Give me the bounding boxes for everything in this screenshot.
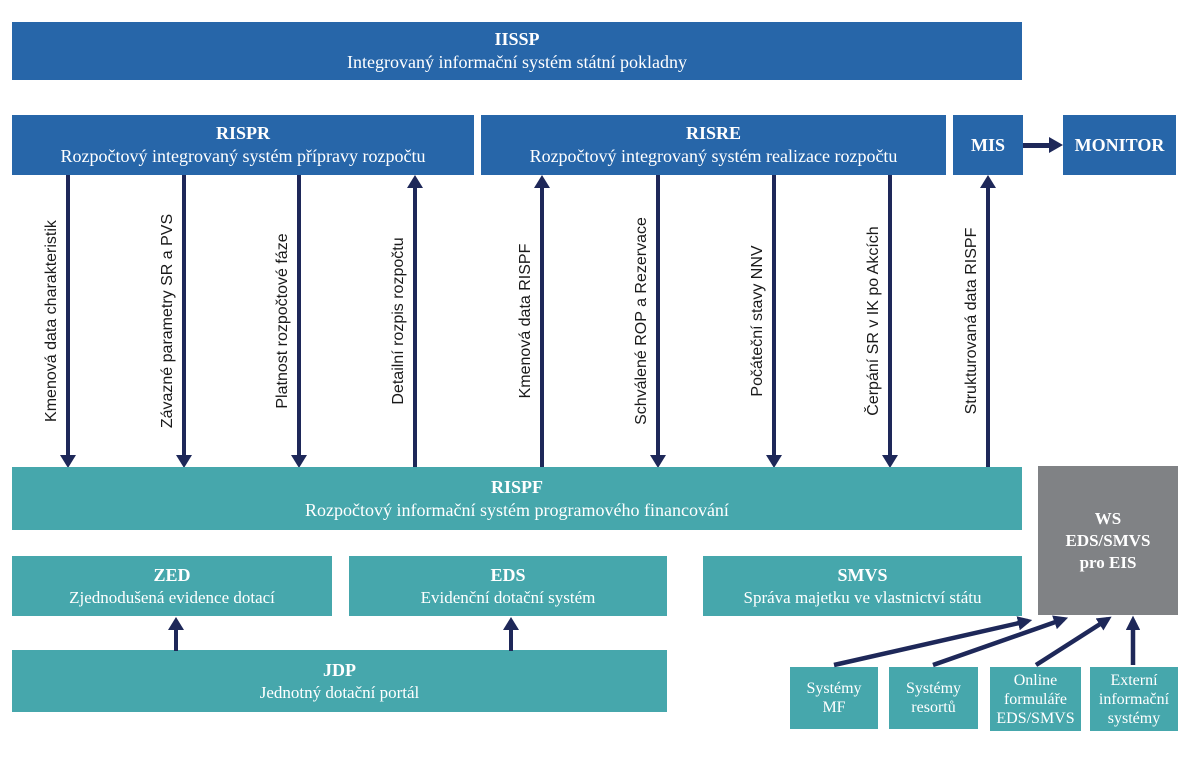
source-line: Systémy xyxy=(806,680,862,697)
flow-label: Závazné parametry SR a PVS xyxy=(159,213,176,429)
flow-arrow-line xyxy=(986,187,990,467)
box-rispr-title: RISPR xyxy=(215,123,270,143)
box-monitor-title: MONITOR xyxy=(1074,134,1165,155)
arrow-mf-ws xyxy=(833,616,1033,668)
box-rispf-subtitle: Rozpočtový informační systém programovéh… xyxy=(305,499,729,520)
source-arrows xyxy=(833,615,1141,668)
arrow-right-icon xyxy=(1049,137,1063,153)
box-mis-title: MIS xyxy=(970,134,1005,155)
box-source-online-formulare: Online formuláře EDS/SMVS xyxy=(990,667,1081,731)
source-line: EDS/SMVS xyxy=(996,709,1075,727)
flow-label: Čerpání SR v IK po Akcích xyxy=(865,226,882,416)
flow-label: Strukturovaná data RISPF xyxy=(963,227,980,415)
source-line: MF xyxy=(822,699,846,716)
source-line: formuláře xyxy=(1003,690,1068,708)
flow-arrow-line xyxy=(182,175,186,456)
flow-arrow-line xyxy=(656,175,660,456)
box-jdp-title: JDP xyxy=(323,659,356,680)
box-mis: MIS xyxy=(953,115,1023,175)
box-eds-title: EDS xyxy=(490,564,526,585)
flow-arrow-line xyxy=(297,175,301,456)
flow-arrow-line xyxy=(540,187,544,467)
box-smvs-subtitle: Správa majetku ve vlastnictví státu xyxy=(743,587,982,607)
arrow-down-icon xyxy=(176,455,192,468)
arrow-down-icon xyxy=(766,455,782,468)
arrow-mis-monitor-line xyxy=(1023,143,1049,148)
flow-label: Schválené ROP a Rezervace xyxy=(633,217,650,425)
arrow-jdp-zed-line xyxy=(174,629,178,651)
flow-arrow-line xyxy=(413,187,417,467)
flow-label: Kmenová data RISPF xyxy=(517,243,534,399)
box-risre-title: RISRE xyxy=(685,123,742,143)
source-line: Systémy xyxy=(905,680,962,697)
box-jdp-subtitle: Jednotný dotační portál xyxy=(259,682,420,702)
box-iissp-subtitle: Integrovaný informační systém státní pok… xyxy=(347,52,687,72)
flow-label: Platnost rozpočtové fáze xyxy=(274,233,291,409)
box-rispf-title: RISPF xyxy=(490,476,543,497)
box-ws-line: WS xyxy=(1094,508,1122,528)
box-source-systemy-resortu: Systémy resortů xyxy=(889,667,978,729)
arrow-down-icon xyxy=(60,455,76,468)
arrow-down-icon xyxy=(291,455,307,468)
box-risre-subtitle: Rozpočtový integrovaný systém realizace … xyxy=(529,146,898,166)
arrow-formulare-ws xyxy=(1034,616,1112,667)
flow-arrow-line xyxy=(772,175,776,456)
source-line: Online xyxy=(1013,671,1058,689)
box-ws-line: EDS/SMVS xyxy=(1065,530,1151,550)
box-rispf: RISPF Rozpočtový informační systém progr… xyxy=(12,467,1022,530)
box-iissp-title: IISSP xyxy=(494,29,540,49)
source-line: Externí xyxy=(1110,671,1158,689)
flow-label: Detailní rozpis rozpočtu xyxy=(390,237,407,405)
box-risre: RISRE Rozpočtový integrovaný systém real… xyxy=(481,115,946,175)
box-zed: ZED Zjednodušená evidence dotací xyxy=(12,556,332,616)
box-smvs: SMVS Správa majetku ve vlastnictví státu xyxy=(703,556,1022,616)
flow-label: Počáteční stavy NNV xyxy=(749,245,766,397)
arrow-down-icon xyxy=(882,455,898,468)
source-line: informační xyxy=(1098,690,1170,708)
box-jdp: JDP Jednotný dotační portál xyxy=(12,650,667,712)
arrow-up-icon xyxy=(980,175,996,188)
box-ws-line: pro EIS xyxy=(1079,552,1137,572)
box-smvs-title: SMVS xyxy=(837,564,888,585)
box-ws-eds-smvs: WS EDS/SMVS pro EIS xyxy=(1038,466,1178,615)
box-rispr-subtitle: Rozpočtový integrovaný systém přípravy r… xyxy=(60,146,426,166)
arrow-up-icon xyxy=(407,175,423,188)
box-source-externi-systemy: Externí informační systémy xyxy=(1090,667,1178,731)
box-eds-subtitle: Evidenční dotační systém xyxy=(420,587,596,607)
flow-arrow-line xyxy=(66,175,70,456)
source-line: resortů xyxy=(911,699,956,716)
box-zed-subtitle: Zjednodušená evidence dotací xyxy=(69,587,275,607)
arrow-up-icon xyxy=(168,617,184,630)
flow-label: Kmenová data charakteristik xyxy=(43,220,60,422)
box-eds: EDS Evidenční dotační systém xyxy=(349,556,667,616)
arrow-down-icon xyxy=(650,455,666,468)
arrow-up-icon xyxy=(534,175,550,188)
box-iissp: IISSP Integrovaný informační systém stát… xyxy=(12,22,1022,80)
box-rispr: RISPR Rozpočtový integrovaný systém příp… xyxy=(12,115,474,175)
box-monitor: MONITOR xyxy=(1063,115,1176,175)
arrow-resorty-ws xyxy=(932,615,1069,668)
flow-arrow-line xyxy=(888,175,892,456)
arrow-up-icon xyxy=(503,617,519,630)
box-zed-title: ZED xyxy=(153,564,191,585)
arrow-jdp-eds-line xyxy=(509,629,513,651)
box-source-systemy-mf: Systémy MF xyxy=(790,667,878,729)
source-line: systémy xyxy=(1107,709,1161,727)
